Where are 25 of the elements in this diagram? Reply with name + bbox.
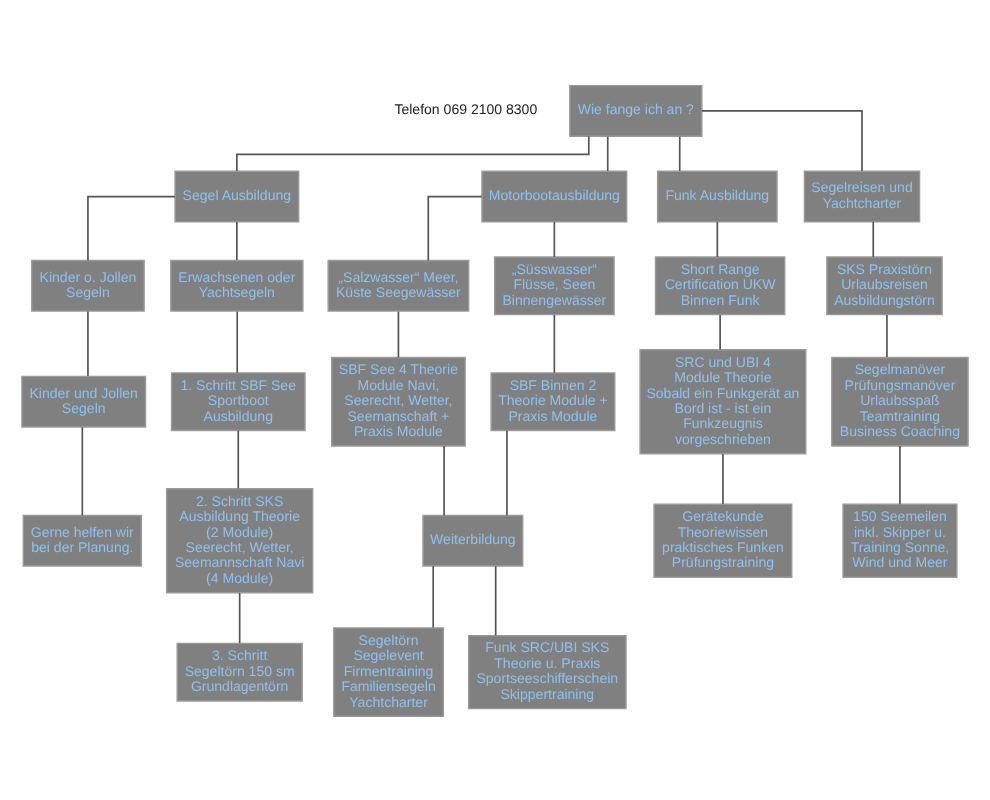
connector [236,134,590,171]
connector [701,109,863,171]
connector [872,220,875,257]
connector [236,309,239,373]
connector [716,220,719,257]
connector [494,564,497,636]
connector [432,564,435,628]
connector [427,194,483,261]
connector [236,220,238,260]
connector [719,313,721,350]
connector [899,444,901,505]
connector [81,425,84,516]
connector [238,591,241,643]
connector [678,134,681,171]
connector [237,428,240,489]
connector [87,194,176,261]
connector [722,452,724,504]
connector [506,428,508,516]
connector [553,220,556,257]
connector [886,313,888,357]
connector [606,134,609,171]
connector [397,309,400,358]
connector [553,313,556,373]
connector [87,309,89,376]
connector [443,444,445,516]
